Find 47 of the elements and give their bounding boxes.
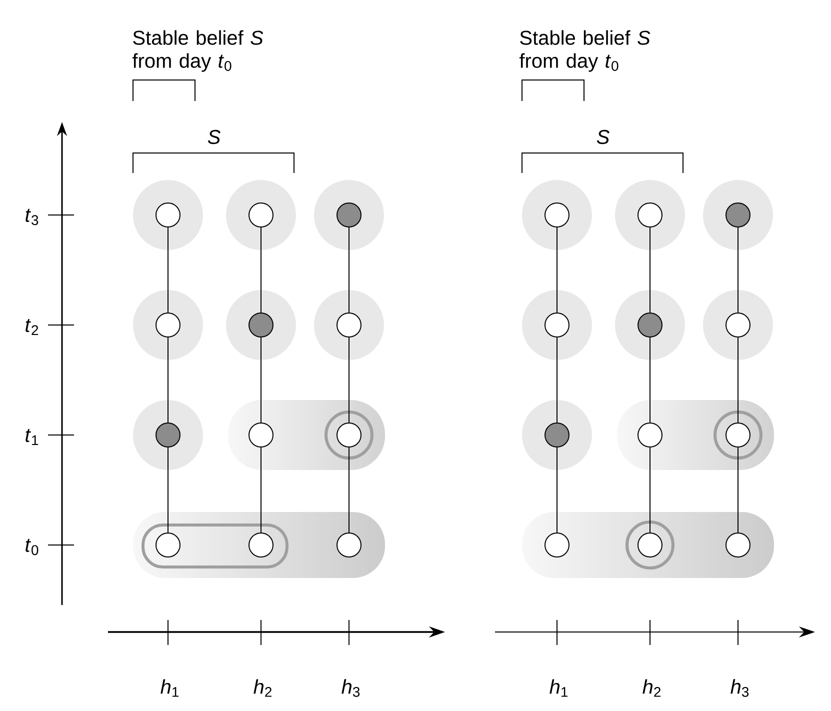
open-circle [544, 532, 570, 558]
axis-label: t$_{2}$ [26, 318, 38, 336]
open-circle [544, 312, 570, 338]
open-circle [638, 532, 662, 558]
connector-line [348, 227, 350, 313]
filled-circle [726, 202, 750, 228]
open-circle [726, 312, 750, 338]
connector-line [348, 447, 350, 533]
filled-circle [638, 312, 662, 338]
bracket-label: S [208, 130, 220, 144]
filled-circle [336, 202, 362, 228]
filled-circle [544, 422, 570, 448]
axis-label: t$_{0}$ [26, 538, 38, 556]
filled-circle [156, 422, 180, 448]
axis-label: h$_{2}$ [642, 679, 660, 697]
open-circle [638, 202, 662, 228]
open-circle [156, 202, 180, 228]
connector-line [348, 337, 350, 423]
connector-line [556, 227, 558, 313]
axis-label: h$_{1}$ [550, 679, 568, 697]
caption-text: Stable belief S from day t$_{0}$ [519, 30, 650, 72]
axis-label: h$_{3}$ [730, 679, 749, 697]
open-circle [248, 532, 274, 558]
open-circle [336, 422, 362, 448]
bracket-label: S [596, 130, 610, 144]
axis-label: h$_{1}$ [160, 679, 179, 697]
open-circle [156, 532, 180, 558]
open-circle [544, 202, 570, 228]
open-circle [156, 312, 180, 338]
connector-line [556, 337, 558, 423]
axis-label: t$_{3}$ [26, 208, 38, 226]
connector-line [260, 447, 262, 533]
open-circle [336, 312, 362, 338]
axis-label: h$_{3}$ [342, 679, 360, 697]
open-circle [638, 422, 662, 448]
caption-text: Stable belief S from day t$_{0}$ [132, 30, 264, 72]
open-circle [248, 202, 274, 228]
connector-line [260, 227, 262, 313]
connector-line [556, 447, 558, 533]
open-circle [248, 422, 274, 448]
axis-label: t$_{1}$ [26, 428, 38, 446]
open-circle [336, 532, 362, 558]
open-circle [726, 532, 750, 558]
connector-line [260, 337, 262, 423]
filled-circle [248, 312, 274, 338]
axis-label: h$_{2}$ [254, 679, 272, 697]
open-circle [726, 422, 750, 448]
